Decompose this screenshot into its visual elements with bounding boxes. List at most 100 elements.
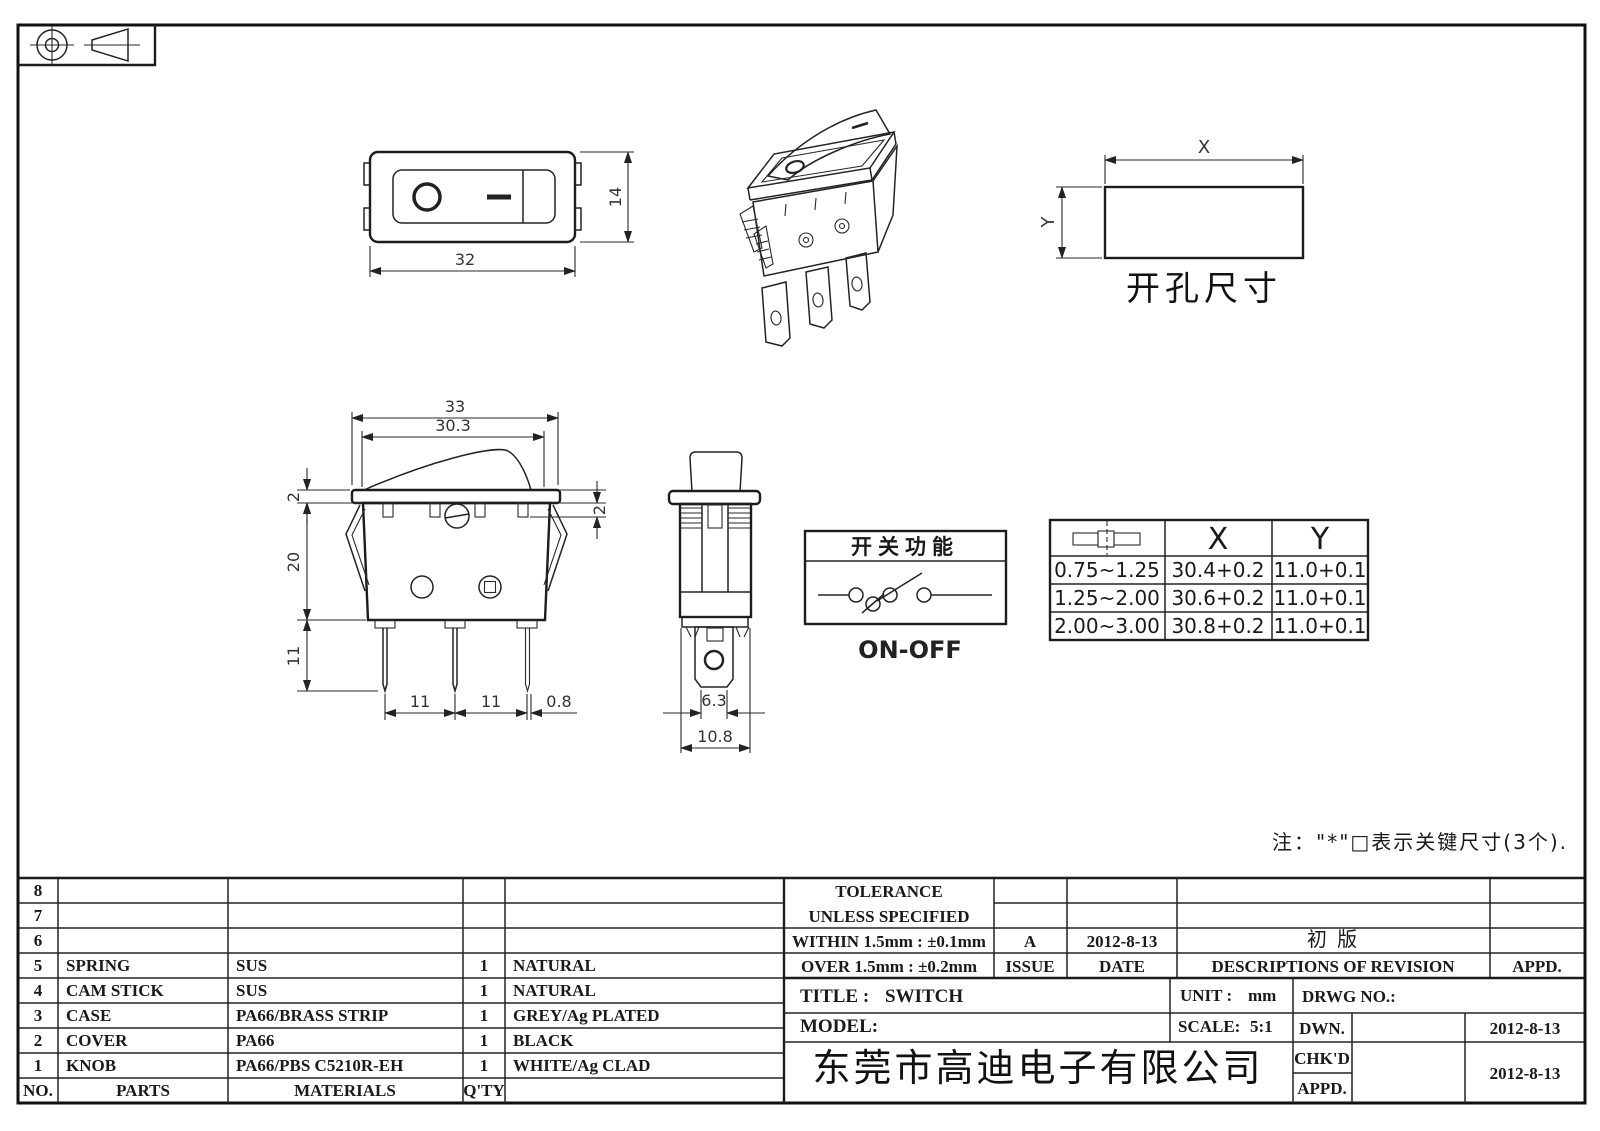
parts-table: 8 7 6 5 SPRING SUS 1 NATURAL 4 CAM STICK…	[23, 881, 659, 1100]
part-no: 6	[34, 931, 43, 950]
chkd-date: 2012-8-13	[1490, 1064, 1561, 1083]
header-parts: PARTS	[116, 1081, 170, 1100]
appd-label: APPD.	[1297, 1079, 1347, 1098]
terminal-hole	[703, 649, 725, 671]
screw-slot	[444, 503, 470, 529]
part-no: 4	[34, 981, 43, 1000]
revision-appd-label: APPD.	[1512, 957, 1562, 976]
issue-date: 2012-8-13	[1087, 932, 1158, 951]
header-qty: Q'TY	[463, 1081, 505, 1100]
panel-row-x: 30.4+0.2	[1171, 558, 1264, 582]
dim-cutout-y: Y	[1038, 216, 1059, 229]
company-name: 东莞市高迪电子有限公司	[812, 1046, 1263, 1090]
dim-rocker-width: 30.3	[435, 416, 471, 435]
dim-top-height: 14	[606, 187, 625, 207]
part-no: 8	[34, 881, 43, 900]
part-qty: 1	[480, 1006, 489, 1025]
issue-label: ISSUE	[1005, 957, 1054, 976]
part-color: NATURAL	[513, 956, 596, 975]
part-color: BLACK	[513, 1031, 574, 1050]
header-materials: MATERIALS	[294, 1081, 396, 1100]
part-no: 1	[34, 1056, 43, 1075]
dim-top-width: 32	[455, 250, 475, 269]
part-qty: 1	[480, 1056, 489, 1075]
title-block-grid	[18, 876, 1585, 1103]
side-view-dimensions: 6.3 10.8	[663, 628, 765, 753]
panel-row-y: 11.0+0.1	[1273, 586, 1366, 610]
part-material: PA66/PBS C5210R-EH	[236, 1056, 403, 1075]
function-box-title: 开关功能	[851, 535, 959, 559]
part-no: 5	[34, 956, 43, 975]
part-name: CAM STICK	[66, 981, 165, 1000]
dim-flange-thk: 2	[284, 492, 303, 502]
first-angle-projection-icon	[18, 25, 157, 67]
part-qty: 1	[480, 981, 489, 1000]
top-view	[363, 150, 582, 244]
tolerance-title: TOLERANCE	[835, 882, 942, 901]
cutout-caption: 开孔尺寸	[1126, 269, 1282, 309]
header-no: NO.	[23, 1081, 53, 1100]
date-label: DATE	[1099, 957, 1145, 976]
dim-pitch-left: 11	[410, 692, 430, 711]
panel-col-x: X	[1208, 522, 1229, 557]
panel-row-thickness: 2.00~3.00	[1054, 614, 1160, 638]
tolerance-over: OVER 1.5mm : ±0.2mm	[801, 957, 977, 976]
panel-row-thickness: 0.75~1.25	[1054, 558, 1160, 582]
part-no: 3	[34, 1006, 43, 1025]
tolerance-subtitle: UNLESS SPECIFIED	[808, 907, 969, 926]
part-qty: 1	[480, 956, 489, 975]
panel-col-y: Y	[1310, 522, 1330, 557]
panel-thickness-icon	[1072, 521, 1141, 555]
front-view-dimensions: 33 30.3 2 20 11 2 11 11 0.8	[284, 397, 609, 720]
part-name: KNOB	[66, 1056, 116, 1075]
unit-value: mm	[1248, 986, 1276, 1005]
dim-body-height: 20	[284, 552, 303, 572]
dim-pitch-right: 11	[481, 692, 501, 711]
top-view-dimensions: 32 14	[369, 151, 634, 277]
issue-value: A	[1024, 932, 1037, 951]
title-value: SWITCH	[885, 986, 963, 1007]
part-qty: 1	[480, 1031, 489, 1050]
dim-pin-thk: 0.8	[546, 692, 571, 711]
unit-label: UNIT :	[1180, 986, 1232, 1005]
part-material: SUS	[236, 956, 267, 975]
model-label: MODEL:	[800, 1016, 878, 1037]
dwn-label: DWN.	[1299, 1019, 1345, 1038]
scale-label: SCALE:	[1178, 1017, 1240, 1036]
key-dimension-note: 注："*"□表示关键尺寸(3个).	[1272, 830, 1568, 854]
rocker-dash-mark-3d	[851, 121, 869, 130]
dim-pin-length: 11	[284, 646, 303, 666]
dim-overall-width: 33	[445, 397, 465, 416]
switch-3d-view	[739, 109, 898, 347]
part-material: PA66	[236, 1031, 274, 1050]
part-no: 7	[34, 906, 43, 925]
side-view	[667, 451, 762, 688]
part-name: COVER	[66, 1031, 128, 1050]
title-block: TOLERANCE UNLESS SPECIFIED WITHIN 1.5mm …	[792, 882, 1562, 1098]
panel-row-x: 30.8+0.2	[1171, 614, 1264, 638]
chkd-label: CHK'D	[1294, 1049, 1350, 1068]
cutout-view: X Y 开孔尺寸	[1038, 137, 1305, 309]
switch-circuit-symbol	[818, 572, 992, 614]
panel-row-y: 11.0+0.1	[1273, 614, 1366, 638]
dim-terminal-width: 6.3	[701, 691, 726, 710]
dim-cutout-x: X	[1198, 137, 1210, 158]
part-color: WHITE/Ag CLAD	[513, 1056, 650, 1075]
dim-depth: 10.8	[697, 727, 733, 746]
tolerance-within: WITHIN 1.5mm : ±0.1mm	[792, 932, 986, 951]
part-color: GREY/Ag PLATED	[513, 1006, 660, 1025]
revision-description: 初 版	[1307, 927, 1359, 951]
revision-header: DESCRIPTIONS OF REVISION	[1211, 957, 1455, 976]
title-label: TITLE :	[800, 986, 869, 1007]
panel-row-y: 11.0+0.1	[1273, 558, 1366, 582]
dim-notch-depth: 2	[590, 505, 609, 515]
panel-table: X Y 0.75~1.25 30.4+0.2 11.0+0.1 1.25~2.0…	[1048, 518, 1370, 642]
panel-row-thickness: 1.25~2.00	[1054, 586, 1160, 610]
function-mode-label: ON-OFF	[858, 636, 962, 664]
part-material: PA66/BRASS STRIP	[236, 1006, 388, 1025]
part-name: SPRING	[66, 956, 130, 975]
rocker-O-mark	[412, 182, 442, 212]
part-no: 2	[34, 1031, 43, 1050]
part-material: SUS	[236, 981, 267, 1000]
